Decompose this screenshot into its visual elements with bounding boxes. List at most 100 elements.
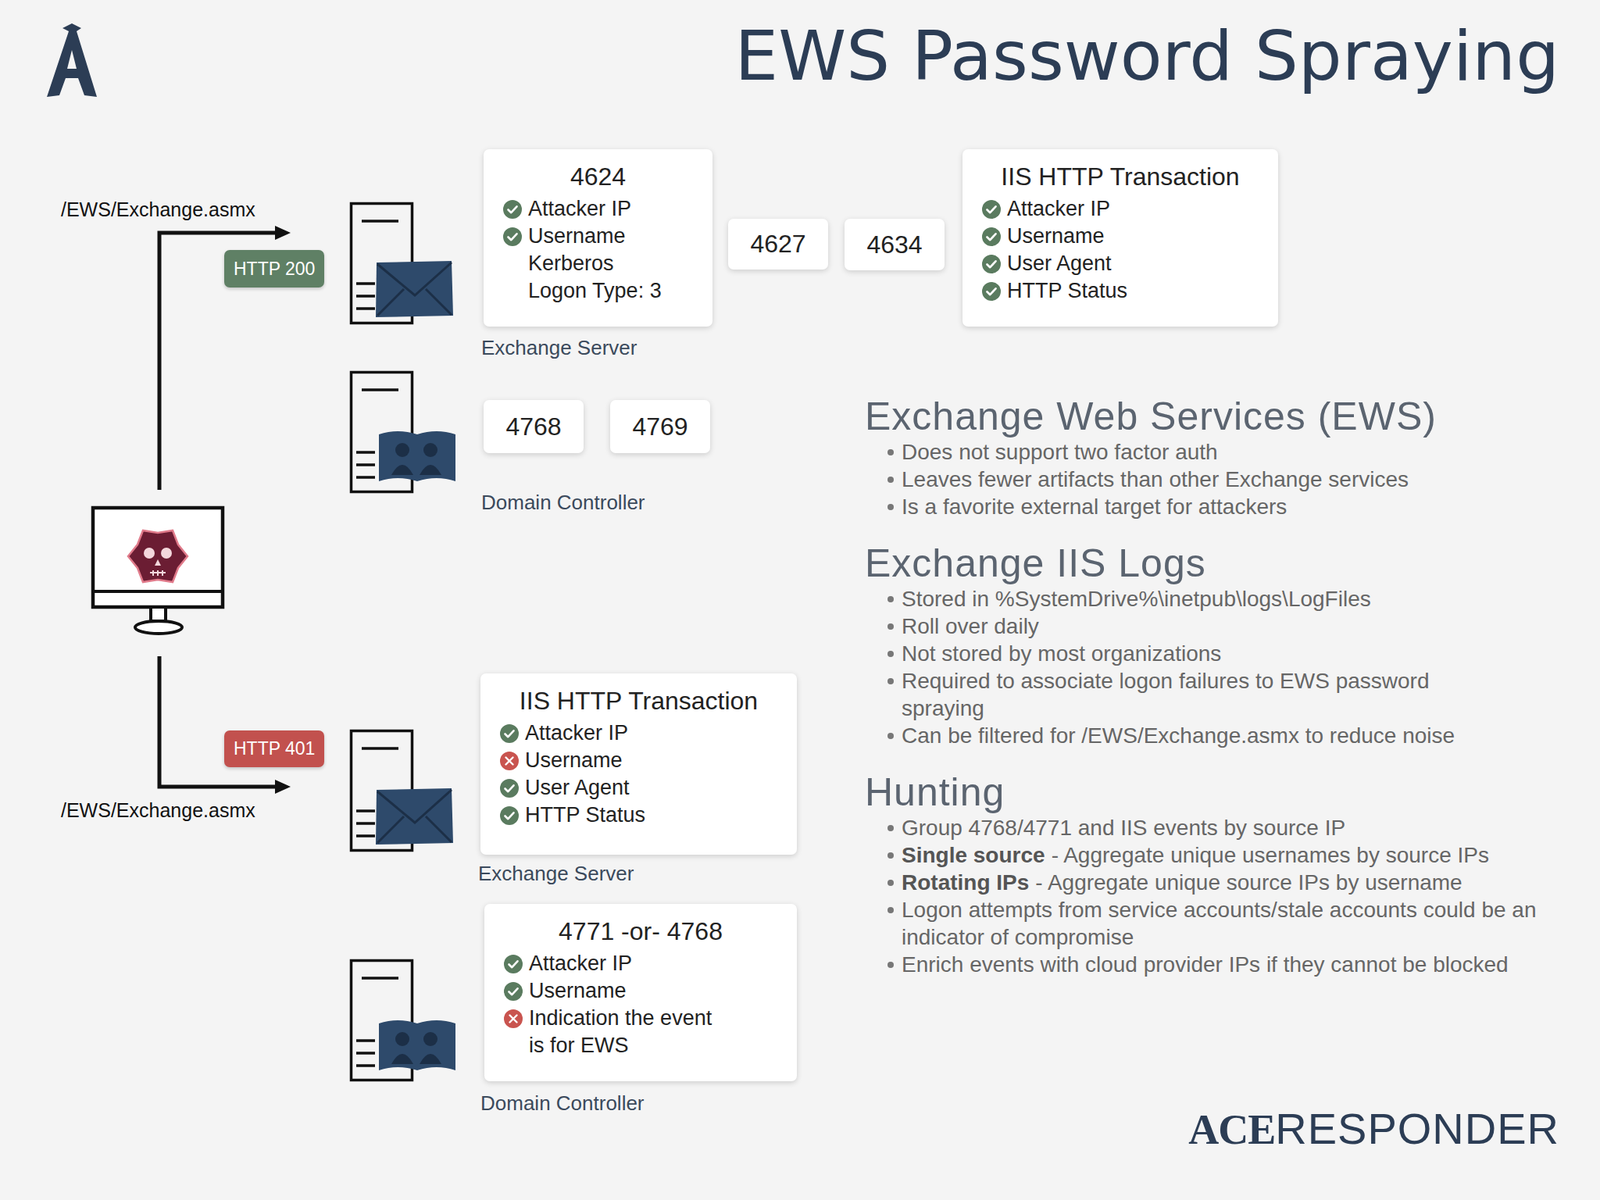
bullet-item: Not stored by most organizations [864,639,1568,668]
bullet-text: - Aggregate unique usernames by source I… [1051,842,1490,868]
card-title: 4771 -or- 4768 [500,915,782,947]
event-id: 4768 [505,412,561,442]
field-text: User Agent [1007,250,1112,278]
check-circle [503,982,523,1001]
check-circle [503,954,523,974]
field-row: User Agent [978,250,1263,278]
event-card: IIS HTTP TransactionAttacker IPUsernameU… [962,149,1279,327]
skull-nose [154,559,161,566]
bullet-item: Roll over daily [864,612,1568,640]
check-icon [982,254,1001,274]
cross-mark [506,757,514,765]
bullet-dot [887,503,894,511]
bullet-text: Not stored by most organizations [901,641,1222,666]
bullet-text: Enrich events with cloud provider IPs if… [901,952,1509,977]
icon-spacer [503,250,522,269]
bullet-text: - Aggregate unique source IPs by usernam… [1035,870,1462,895]
page-title: EWS Password Spraying [735,17,1560,96]
field-row: Username [500,977,782,1005]
endpoint-label: /EWS/Exchange.asmx [60,196,256,223]
skull-teeth [150,570,166,576]
cross-mark [510,1014,518,1022]
bullet-dot [887,596,894,603]
check-mark [987,260,997,268]
monitor-bezel [92,589,223,593]
monitor-base [135,621,183,634]
field-text: Indication the event is for EWS [528,1004,725,1060]
field-text: Logon Type: 3 [528,277,662,305]
section-heading: Hunting [864,770,1568,815]
check-circle [503,227,522,247]
field-row: Username [499,222,697,250]
arrow-head [275,779,291,794]
bullet-text: Group 4768/4771 and IIS events by source… [901,815,1346,840]
monitor [92,507,223,608]
check-icon [500,806,519,825]
server-label: Domain Controller [480,1089,645,1117]
field-row: User Agent [496,774,782,802]
check-circle [500,806,519,825]
server-icons [351,203,457,1081]
check-circle [982,282,1001,301]
check-icon [503,954,523,974]
bullet-item: Leaves fewer artifacts than other Exchan… [864,465,1568,493]
bullet-item: Single source- Aggregate unique username… [864,841,1568,869]
event-id-box: 4768 [483,400,584,454]
bullet-dot [887,852,894,859]
field-row: Username [496,746,782,775]
bullet-item: Is a favorite external target for attack… [864,492,1568,521]
logo [46,23,97,97]
cross-icon [500,751,519,771]
event-id: 4634 [866,230,922,260]
bullet-item: Can be filtered for /EWS/Exchange.asmx t… [864,721,1568,750]
bullet-item: Group 4768/4771 and IIS events by source… [864,814,1568,842]
event-card: 4624Attacker IPUsernameKerberosLogon Typ… [483,149,713,327]
bullet-dot [887,476,894,483]
skull [128,530,188,583]
skull-eye [143,547,155,559]
notes-column: Exchange Web Services (EWS)Does not supp… [864,394,1568,979]
logo-mark [46,23,97,97]
field-text: Username [1007,222,1105,250]
status-text: HTTP 401 [233,738,315,760]
field-text: Username [525,746,623,775]
check-circle [982,200,1001,219]
field-row: Username [978,222,1263,250]
check-mark [987,233,997,240]
check-circle [982,227,1001,247]
check-mark [509,988,518,995]
skull-eye [160,547,172,559]
field-text: Attacker IP [525,719,629,747]
bullet-item: Enrich events with cloud provider IPs if… [864,950,1509,979]
directory-icon [378,1020,456,1071]
field-text: Attacker IP [528,950,633,978]
bullet-item: Required to associate logon failures to … [864,667,1439,722]
server-label: Exchange Server [481,334,637,361]
field-row: Attacker IP [500,950,782,978]
server-label: Exchange Server [478,860,634,887]
cross-circle [500,751,519,771]
field-text: Username [528,222,626,250]
request-arrows [159,225,291,794]
brand-ace: ACE [1188,1105,1275,1154]
bullet-emphasis: Rotating IPs [901,870,1029,895]
check-mark [987,288,997,295]
server-label: Domain Controller [481,489,646,516]
field-text: HTTP Status [525,801,646,829]
check-mark [987,206,997,213]
bullet-text: Roll over daily [901,614,1040,639]
check-mark [505,785,515,792]
field-row: Attacker IP [499,195,697,223]
bullet-dot [887,678,894,685]
card-title: IIS HTTP Transaction [496,685,782,717]
card-title: IIS HTTP Transaction [978,160,1263,193]
field-row: HTTP Status [496,801,782,829]
bullet-dot [887,732,894,740]
monitor-stand [150,607,166,622]
check-icon [503,227,522,247]
arrow-head [275,225,291,240]
event-id-box: 4627 [728,218,829,270]
field-row: Kerberos [499,250,697,278]
check-icon [503,200,522,219]
bullet-item: Rotating IPs- Aggregate unique source IP… [864,868,1568,897]
